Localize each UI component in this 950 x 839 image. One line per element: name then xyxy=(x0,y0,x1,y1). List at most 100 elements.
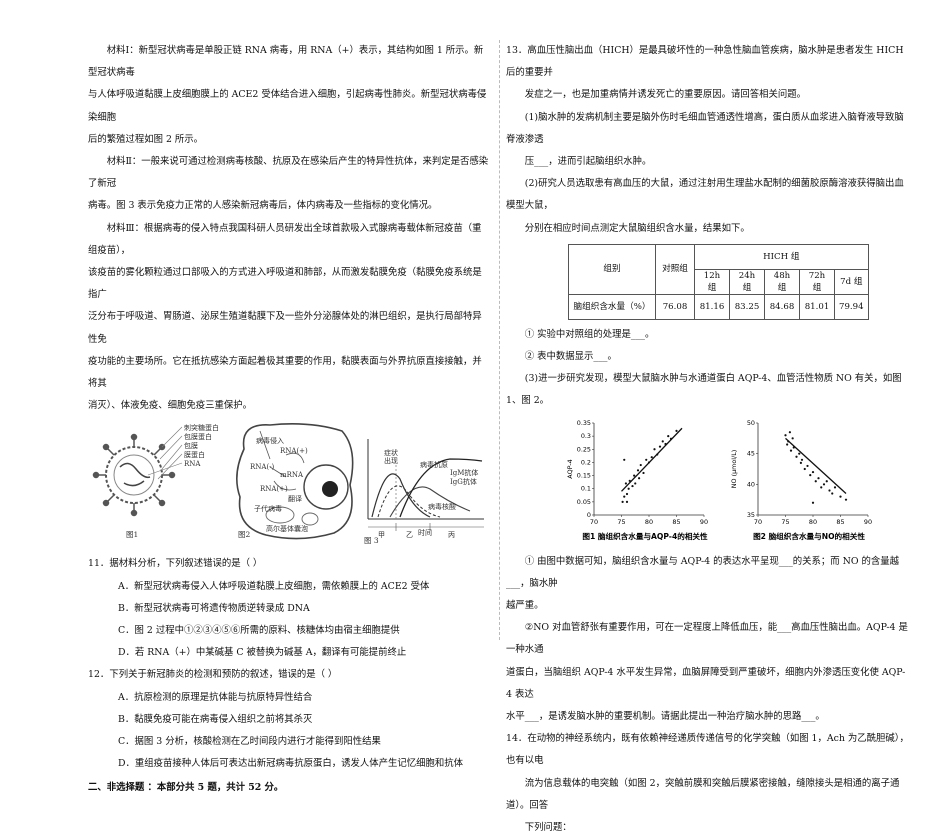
fig2-label: 翻译 xyxy=(288,495,302,504)
q14-line: 在动物的神经系统内，既有依赖神经递质传递信号的化学突触（如图 1，Ach 为乙酰… xyxy=(506,733,909,767)
data-point xyxy=(639,463,642,466)
figure-3-infection-indicators xyxy=(367,439,484,532)
data-point xyxy=(789,449,793,452)
data-point xyxy=(658,445,662,448)
trend-line xyxy=(785,437,847,494)
fig3-label: 时间 xyxy=(418,529,432,538)
x-tick-label: 90 xyxy=(700,518,708,526)
fig3-label: 丙 xyxy=(448,531,455,540)
virus-figures: 刺突糖蛋白 包膜蛋白 包膜 膜蛋白 RNA 图1 病毒侵入 RNA(+) RNA… xyxy=(88,419,490,547)
fig2-label: 子代病毒 xyxy=(254,505,282,514)
fig1-label: 包膜 xyxy=(184,442,198,451)
q13-intro-line: 发症之一，也是加重病情并诱发死亡的重要原因。请回答相关问题。 xyxy=(524,89,807,101)
table-cell: 83.25 xyxy=(729,293,765,320)
data-point xyxy=(650,455,653,458)
data-point xyxy=(625,492,629,495)
data-point xyxy=(803,467,806,470)
data-point xyxy=(624,481,627,485)
fig3-label: IgM抗体 xyxy=(450,469,479,478)
data-point xyxy=(814,479,817,483)
q13-part3-answer1-line: 越严重。 xyxy=(506,600,544,612)
q13-part1-line: (1)脑水肿的发病机制主要是脑外伤时毛细血管通透性增高，蛋白质从血浆进入脑脊液导… xyxy=(506,111,904,145)
fig3-label: 甲 xyxy=(378,531,385,540)
question-12: 12．下列关于新冠肺炎的检测和预防的叙述，错误的是（ ） A．抗原检测的原理是抗… xyxy=(88,664,490,775)
q14-line: 流为信息载体的电突触（如图 2，突触前膜和突触后膜紧密接触，缝隙接头是相通的离子… xyxy=(506,777,900,811)
data-point xyxy=(636,468,640,472)
table-cell: 81.16 xyxy=(694,293,730,320)
left-column: 材料Ⅰ：新型冠状病毒是单股正链 RNA 病毒，用 RNA（+）表示，其结构如图 … xyxy=(88,40,490,800)
data-point xyxy=(661,439,664,443)
trend-line xyxy=(621,427,683,492)
table-header-group: 组别 xyxy=(568,243,656,295)
fig2-label: RNA(+) xyxy=(280,447,308,456)
y-tick-label: 40 xyxy=(747,480,755,488)
data-point xyxy=(822,482,826,486)
fig1-label: 膜蛋白 xyxy=(184,451,205,460)
fig3-label: 症状 xyxy=(384,449,398,458)
fig2-label: mRNA xyxy=(280,471,304,480)
question-14: 14．在动物的神经系统内，既有依赖神经递质传递信号的化学突触（如图 1，Ach … xyxy=(506,728,910,839)
y-tick-label: 0.15 xyxy=(577,471,591,479)
table-header-time: 12h 组 xyxy=(694,268,730,295)
y-tick-label: 0.3 xyxy=(581,432,591,440)
x-tick-label: 70 xyxy=(590,518,598,526)
q13-part3-answer1-line: ① 由图中数据可知，脑组织含水量与 AQP-4 的表达水平呈现___的关系；而 … xyxy=(506,555,900,589)
fig2-label: RNA(+) xyxy=(260,485,288,494)
data-point xyxy=(786,443,789,446)
material-3: 材料Ⅲ：根据病毒的侵入特点我国科研人员研发出全球首款吸入式腺病毒载体新冠疫苗（重… xyxy=(88,218,490,418)
data-point xyxy=(828,489,831,492)
q13-subquestion: ② 表中数据显示___。 xyxy=(524,351,617,363)
data-point xyxy=(633,474,636,477)
q14-line: 下列问题： xyxy=(524,822,572,834)
x-tick-label: 70 xyxy=(754,518,762,526)
y-tick-label: 0.25 xyxy=(577,445,591,453)
x-tick-label: 85 xyxy=(836,518,844,526)
data-point xyxy=(642,471,645,474)
data-point xyxy=(634,481,637,485)
data-point xyxy=(623,458,626,461)
data-point xyxy=(820,485,823,489)
fig2-label: 病毒侵入 xyxy=(256,437,284,446)
q13-part3-answer2-line: 道蛋白，当脑组织 AQP-4 水平发生异常，血脑屏障受到严重破坏，细胞内外渗透压… xyxy=(506,666,906,700)
table-cell: 84.68 xyxy=(764,293,800,320)
option-d: D．若 RNA（+）中某碱基 C 被替换为碱基 A，翻译有可能提前终止 xyxy=(118,647,407,659)
chart-title: 图1 脑组织含水量与AQP-4的相关性 xyxy=(582,531,708,541)
right-column: 13．高血压性脑出血（HICH）是最具破坏性的一种急性脑血管疾病，脑水肿是患者发… xyxy=(506,40,910,839)
data-point xyxy=(825,479,828,483)
material-2-line: 病毒。图 3 表示免疫力正常的人感染新冠病毒后，体内病毒及一些指标的变化情况。 xyxy=(88,200,438,212)
data-point xyxy=(791,436,794,440)
fig3-label: 出现 xyxy=(384,457,398,466)
data-point xyxy=(839,495,842,498)
q13-part3-answer2-line: ②NO 对血管舒张有重要作用，可在一定程度上降低血压，能___高血压性脑出血。A… xyxy=(506,622,908,656)
fig2-label: 高尔基体囊泡 xyxy=(266,525,308,534)
water-content-table: 组别 对照组 HICH 组 12h 组 24h 组 48h 组 72h 组 7d… xyxy=(568,243,869,320)
fig3-label: 病毒抗原 xyxy=(420,461,448,470)
question-stem: 据材料分析，下列叙述错误的是（ ） xyxy=(109,558,263,570)
fig3-label: 病毒核酸 xyxy=(428,503,456,512)
x-tick-label: 80 xyxy=(645,518,653,526)
question-11: 11．据材料分析，下列叙述错误的是（ ） A．新型冠状病毒侵入人体呼吸道黏膜上皮… xyxy=(88,553,490,664)
fig3-caption: 图 3 xyxy=(364,536,379,546)
material-3-line: 材料Ⅲ：根据病毒的侵入特点我国科研人员研发出全球首款吸入式腺病毒载体新冠疫苗（重… xyxy=(88,222,482,256)
y-tick-label: 0.2 xyxy=(581,458,591,466)
y-axis-label: NO (μmol/L) xyxy=(730,449,738,488)
material-1-line: 后的繁殖过程如图 2 所示。 xyxy=(88,133,204,145)
q13-part3: (3)进一步研究发现，模型大鼠脑水肿与水通道蛋白 AQP-4、血管活性物质 NO… xyxy=(506,373,902,407)
fig2-caption: 图2 xyxy=(238,530,251,540)
material-1-line: 材料Ⅰ：新型冠状病毒是单股正链 RNA 病毒，用 RNA（+）表示，其结构如图 … xyxy=(88,45,484,79)
figure-1-virus-structure xyxy=(92,427,183,517)
material-2-line: 材料Ⅱ：一般来说可通过检测病毒核酸、抗原及在感染后产生的特异性抗体，来判定是否感… xyxy=(88,156,489,190)
table-cell: 79.94 xyxy=(834,293,869,320)
data-point xyxy=(784,433,787,437)
x-tick-label: 75 xyxy=(781,518,789,526)
data-point xyxy=(799,461,802,464)
option-b: B．新型冠状病毒可将遗传物质逆转录成 DNA xyxy=(118,602,310,614)
material-1: 材料Ⅰ：新型冠状病毒是单股正链 RNA 病毒，用 RNA（+）表示，其结构如图 … xyxy=(88,40,490,151)
y-tick-label: 0.05 xyxy=(577,497,591,505)
option-c: C．图 2 过程中①②③④⑤⑥所需的原料、核糖体均由宿主细胞提供 xyxy=(118,625,400,637)
material-3-line: 消灭）、体液免疫、细胞免疫三重保护。 xyxy=(88,400,253,412)
q13-part2-line: 分别在相应时间点测定大鼠脑组织含水量，结果如下。 xyxy=(524,222,750,234)
q13-part2-line: (2)研究人员选取患有高血压的大鼠，通过注射用生理盐水配制的细菌胶原酶溶液获得脑… xyxy=(506,178,904,212)
